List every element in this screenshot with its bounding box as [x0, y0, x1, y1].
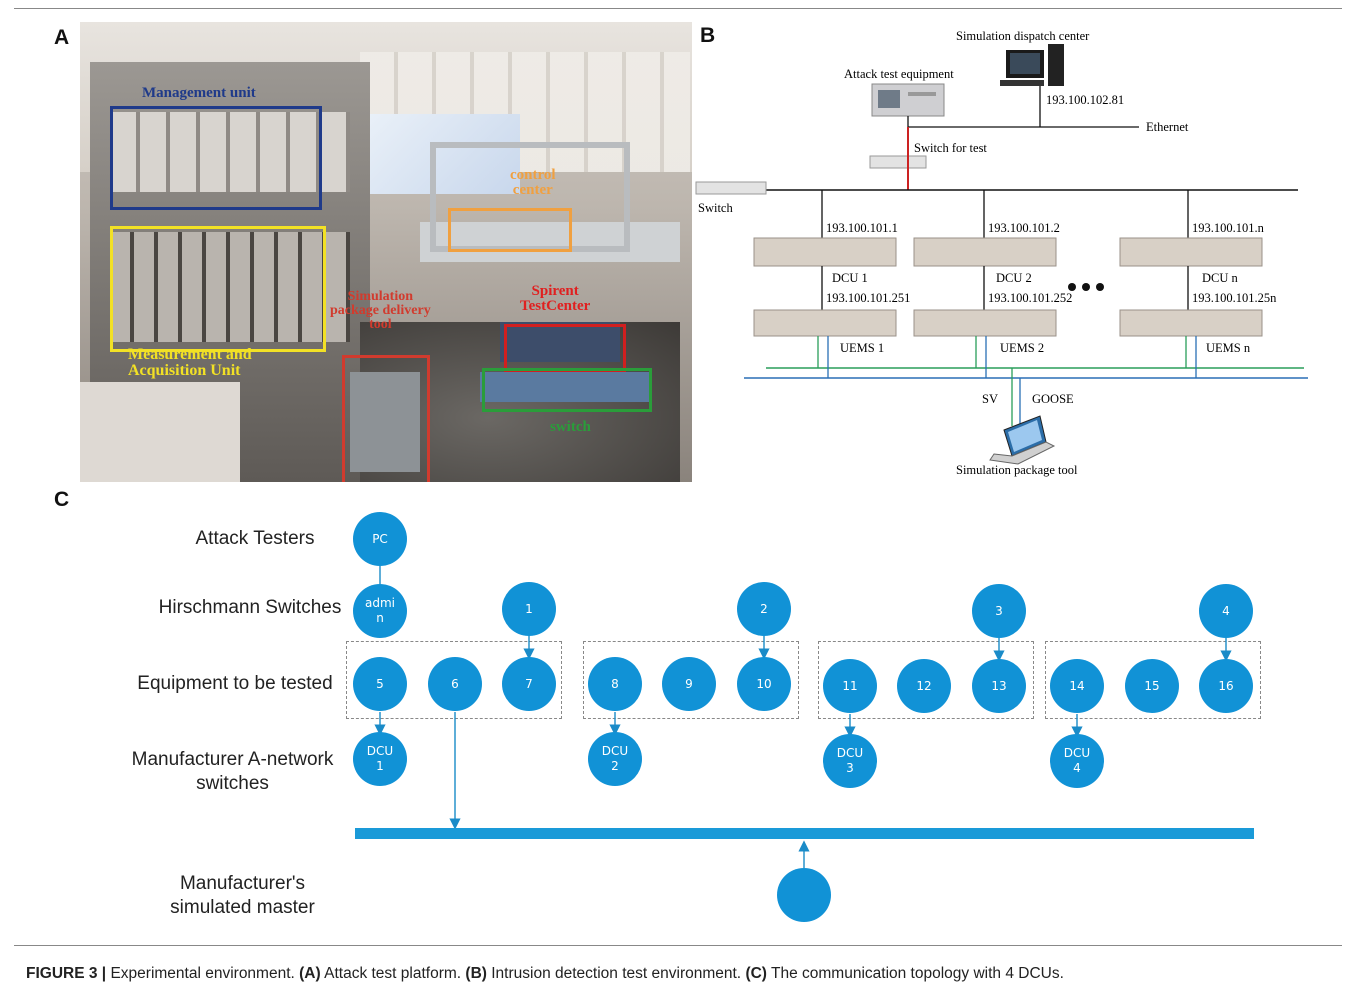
equipment-node-12: 12 — [897, 659, 951, 713]
figure-caption: FIGURE 3 | Experimental environment. (A)… — [26, 965, 1326, 983]
equipment-node-11: 11 — [823, 659, 877, 713]
equipment-node-15: 15 — [1125, 659, 1179, 713]
equipment-node-9: 9 — [662, 657, 716, 711]
caption-figure-number: FIGURE 3 | — [26, 965, 106, 982]
dcu-node-3: DCU 3 — [823, 734, 877, 788]
dcu-node-4: DCU 4 — [1050, 734, 1104, 788]
caption-a-text: Attack test platform. — [324, 965, 461, 982]
caption-c-tag: (C) — [745, 965, 767, 982]
pc-node: PC — [353, 512, 407, 566]
equipment-node-13: 13 — [972, 659, 1026, 713]
caption-b-tag: (B) — [465, 965, 487, 982]
hirschmann-node-3: 3 — [972, 584, 1026, 638]
dcu-node-2: DCU 2 — [588, 732, 642, 786]
caption-intro: Experimental environment. — [110, 965, 294, 982]
equipment-node-5: 5 — [353, 657, 407, 711]
simulated-master-node — [777, 868, 831, 922]
equipment-node-14: 14 — [1050, 659, 1104, 713]
hirschmann-node-4: 4 — [1199, 584, 1253, 638]
admin-node: admin — [353, 584, 407, 638]
caption-b-text: Intrusion detection test environment. — [491, 965, 741, 982]
master-bus — [355, 828, 1254, 839]
hirschmann-node-1: 1 — [502, 582, 556, 636]
equipment-node-7: 7 — [502, 657, 556, 711]
caption-c-text: The communication topology with 4 DCUs. — [771, 965, 1064, 982]
caption-rule — [14, 945, 1342, 946]
equipment-node-16: 16 — [1199, 659, 1253, 713]
equipment-node-10: 10 — [737, 657, 791, 711]
dcu-node-1: DCU 1 — [353, 732, 407, 786]
equipment-node-6: 6 — [428, 657, 482, 711]
hirschmann-node-2: 2 — [737, 582, 791, 636]
equipment-node-8: 8 — [588, 657, 642, 711]
caption-a-tag: (A) — [299, 965, 321, 982]
